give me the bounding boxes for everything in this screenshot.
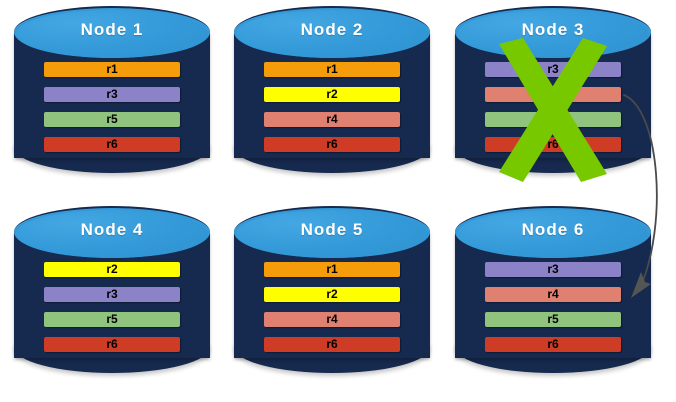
node-1[interactable]: Node 1 r1 r3 r5 r6: [14, 6, 210, 184]
replica-bar[interactable]: r1: [44, 62, 180, 77]
replica-bar[interactable]: r2: [264, 87, 400, 102]
cylinder-top-shade: [457, 210, 649, 258]
node-label: Node 6: [521, 220, 585, 239]
replica-bar[interactable]: r3: [485, 62, 621, 77]
replica-bar[interactable]: r6: [44, 337, 180, 352]
replica-list: r1 r2 r4 r6: [264, 62, 400, 152]
cylinder-top-shade: [236, 10, 428, 58]
replica-list: r3 r4 r5 r6: [485, 262, 621, 352]
replica-bar[interactable]: r1: [264, 62, 400, 77]
node-label: Node 3: [521, 20, 585, 39]
replica-bar[interactable]: r5: [485, 112, 621, 127]
replica-bar[interactable]: r5: [485, 312, 621, 327]
cylinder-top-shade: [16, 10, 208, 58]
cylinder-top-shade: [236, 210, 428, 258]
replica-bar[interactable]: r5: [44, 112, 180, 127]
cylinder-top: [234, 206, 430, 258]
node-5[interactable]: Node 5 r1 r2 r4 r6: [234, 206, 430, 384]
node-label: Node 1: [80, 20, 144, 39]
replica-bar[interactable]: r6: [485, 137, 621, 152]
node-4[interactable]: Node 4 r2 r3 r5 r6: [14, 206, 210, 384]
replica-bar[interactable]: r2: [44, 262, 180, 277]
replica-bar[interactable]: r3: [44, 287, 180, 302]
replica-bar[interactable]: r4: [485, 87, 621, 102]
replica-bar[interactable]: r3: [485, 262, 621, 277]
cylinder-top: [234, 6, 430, 58]
replica-bar[interactable]: r5: [44, 312, 180, 327]
replica-bar[interactable]: r6: [44, 137, 180, 152]
replica-bar[interactable]: r4: [264, 312, 400, 327]
replica-bar[interactable]: r3: [44, 87, 180, 102]
node-label: Node 2: [300, 20, 364, 39]
cylinder-top: [14, 6, 210, 58]
cylinder-top: [455, 206, 651, 258]
replica-bar[interactable]: r6: [485, 337, 621, 352]
replica-bar[interactable]: r4: [485, 287, 621, 302]
node-label: Node 5: [300, 220, 364, 239]
cylinder-top-shade: [16, 210, 208, 258]
replica-list: r2 r3 r5 r6: [44, 262, 180, 352]
replica-list: r1 r2 r4 r6: [264, 262, 400, 352]
node-3[interactable]: Node 3 r3 r4 r5 r6: [455, 6, 651, 184]
replica-bar[interactable]: r6: [264, 337, 400, 352]
replica-list: r1 r3 r5 r6: [44, 62, 180, 152]
replica-bar[interactable]: r4: [264, 112, 400, 127]
cylinder-top: [14, 206, 210, 258]
replica-bar[interactable]: r1: [264, 262, 400, 277]
node-label: Node 4: [80, 220, 144, 239]
replica-bar[interactable]: r2: [264, 287, 400, 302]
replica-bar[interactable]: r6: [264, 137, 400, 152]
node-2[interactable]: Node 2 r1 r2 r4 r6: [234, 6, 430, 184]
replica-list: r3 r4 r5 r6: [485, 62, 621, 152]
node-6[interactable]: Node 6 r3 r4 r5 r6: [455, 206, 651, 384]
